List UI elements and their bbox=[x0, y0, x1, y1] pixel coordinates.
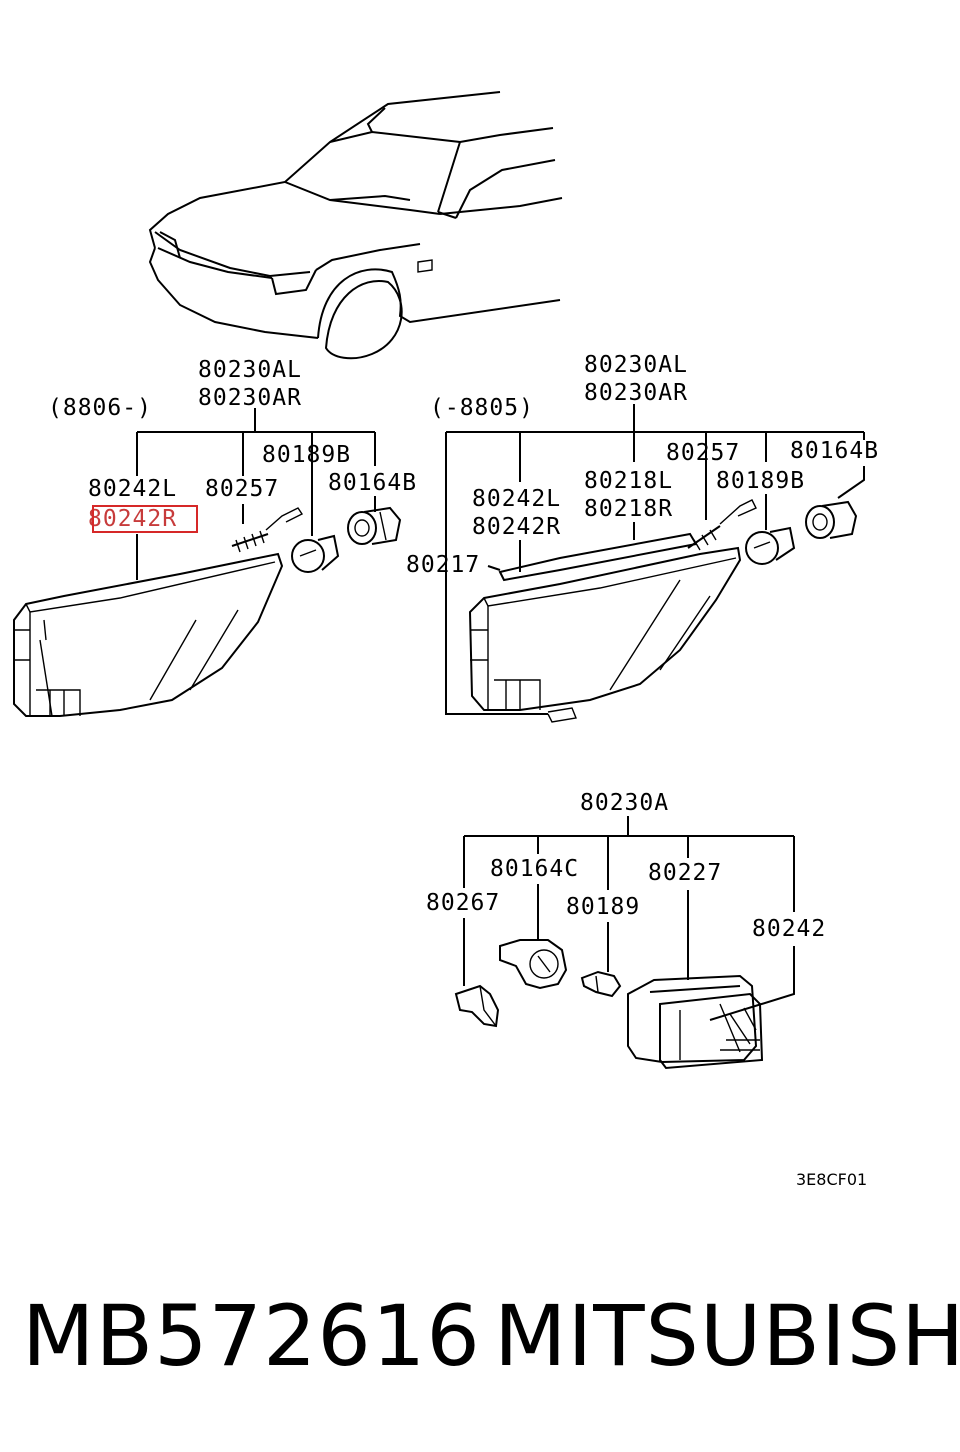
side-socket-part bbox=[499, 939, 568, 990]
side-clip-label: 80267 bbox=[426, 890, 500, 916]
right-wire-part bbox=[687, 499, 757, 551]
right-socket-label: 80164B bbox=[790, 438, 879, 464]
right-lens-r-label: 80242R bbox=[472, 514, 561, 540]
side-marker-group: 80230A 80164C 80227 80267 80189 80242 bbox=[426, 790, 826, 1070]
side-socket-label: 80164C bbox=[490, 856, 579, 882]
side-bulb-part bbox=[580, 970, 622, 998]
right-bulb-label: 80189B bbox=[716, 468, 805, 494]
left-assembly-group: (8806-) 80230AL 80230AR 80189B 80164B 80… bbox=[13, 357, 417, 717]
right-assy-l-label: 80230AL bbox=[584, 352, 688, 378]
side-bulb-label: 80189 bbox=[566, 894, 640, 920]
right-gasket-label: 80217 bbox=[406, 552, 480, 578]
left-lens-part bbox=[13, 552, 284, 717]
parts-diagram: (8806-) 80230AL 80230AR 80189B 80164B 80… bbox=[13, 91, 879, 1189]
left-lens-r-label: 80242R bbox=[88, 506, 177, 532]
left-assy-r-label: 80230AR bbox=[198, 385, 302, 411]
left-lens-l-label: 80242L bbox=[88, 476, 177, 502]
right-assy-r-label: 80230AR bbox=[584, 380, 688, 406]
right-lens-part bbox=[468, 546, 742, 723]
part-number: MB572616 bbox=[22, 1287, 481, 1385]
right-bulb-part bbox=[745, 526, 796, 565]
highlight-box bbox=[92, 505, 198, 533]
right-assembly-group: (-8805) 80230AL 80230AR 80257 80164B 802… bbox=[406, 352, 879, 723]
brand-name: MITSUBISHI bbox=[494, 1287, 960, 1385]
right-reflector-r-label: 80218R bbox=[584, 496, 673, 522]
right-lens-l-label: 80242L bbox=[472, 486, 561, 512]
side-lamp-part bbox=[627, 974, 764, 1070]
left-date-label: (8806-) bbox=[48, 395, 152, 421]
left-assy-l-label: 80230AL bbox=[198, 357, 302, 383]
car-illustration bbox=[148, 91, 563, 360]
left-socket-part bbox=[347, 506, 402, 545]
left-bulb-part bbox=[291, 534, 340, 573]
left-bulb-label: 80189B bbox=[262, 442, 351, 468]
drawing-code: 3E8CF01 bbox=[796, 1170, 867, 1189]
right-wire-label: 80257 bbox=[666, 440, 740, 466]
left-wire-label: 80257 bbox=[205, 476, 279, 502]
right-date-label: (-8805) bbox=[430, 395, 534, 421]
side-clip-part bbox=[454, 984, 500, 1028]
side-assy-label: 80230A bbox=[580, 790, 669, 816]
left-wire-part bbox=[231, 507, 304, 553]
right-socket-part bbox=[805, 500, 858, 539]
side-housing-label: 80227 bbox=[648, 860, 722, 886]
right-reflector-l-label: 80218L bbox=[584, 468, 673, 494]
side-lens-label: 80242 bbox=[752, 916, 826, 942]
left-socket-label: 80164B bbox=[328, 470, 417, 496]
